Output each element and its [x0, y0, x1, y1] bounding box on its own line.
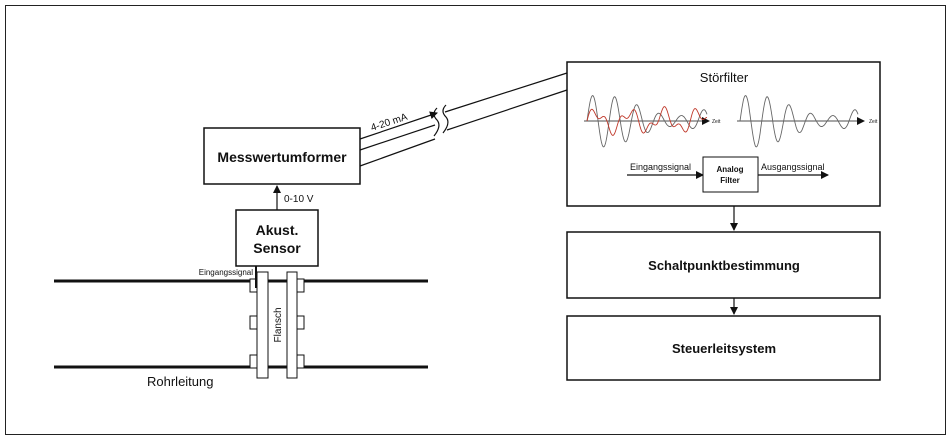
time-label-right: Zeit [869, 119, 878, 125]
break-mark [433, 107, 440, 137]
flange-label: Flansch [273, 307, 284, 342]
input-signal-wave [586, 95, 708, 148]
break-mark [442, 104, 449, 134]
transmitter-label: Messwertumformer [217, 149, 347, 165]
voltage-label: 0-10 V [284, 194, 314, 205]
cable-line [359, 138, 436, 167]
filter-input-label: Eingangssignal [630, 162, 691, 172]
output-signal-wave [739, 95, 859, 148]
control-system-label: Steuerleitsystem [672, 341, 776, 356]
switching-point-box: Schaltpunktbestimmung [566, 231, 881, 299]
filter-title: Störfilter [700, 70, 749, 85]
transmitter-box: Messwertumformer [203, 127, 361, 185]
current-arrow [359, 111, 438, 140]
sensor-box: Akust. Sensor [235, 209, 319, 267]
cable-line [444, 72, 568, 113]
sensor-label-2: Sensor [253, 240, 301, 256]
filter-box: Störfilter Zeit Zeit Eingangssignal Anal… [566, 61, 881, 207]
analog-filter-label-2: Filter [720, 176, 740, 185]
analog-filter-label-1: Analog [716, 165, 743, 174]
cable-line [446, 89, 568, 131]
outer-frame [5, 5, 946, 435]
input-signal-label: Eingangssignal [199, 268, 253, 277]
flange [249, 271, 305, 379]
current-label: 4-20 mA [370, 112, 410, 134]
noise-wave [586, 106, 708, 136]
cable-line [359, 124, 436, 151]
sensor-label-1: Akust. [256, 222, 299, 238]
pipe-label: Rohrleitung [147, 374, 214, 389]
time-label-left: Zeit [712, 119, 721, 125]
filter-output-label: Ausgangssignal [761, 162, 825, 172]
control-system-box: Steuerleitsystem [566, 315, 881, 381]
switching-point-label: Schaltpunktbestimmung [648, 258, 800, 273]
